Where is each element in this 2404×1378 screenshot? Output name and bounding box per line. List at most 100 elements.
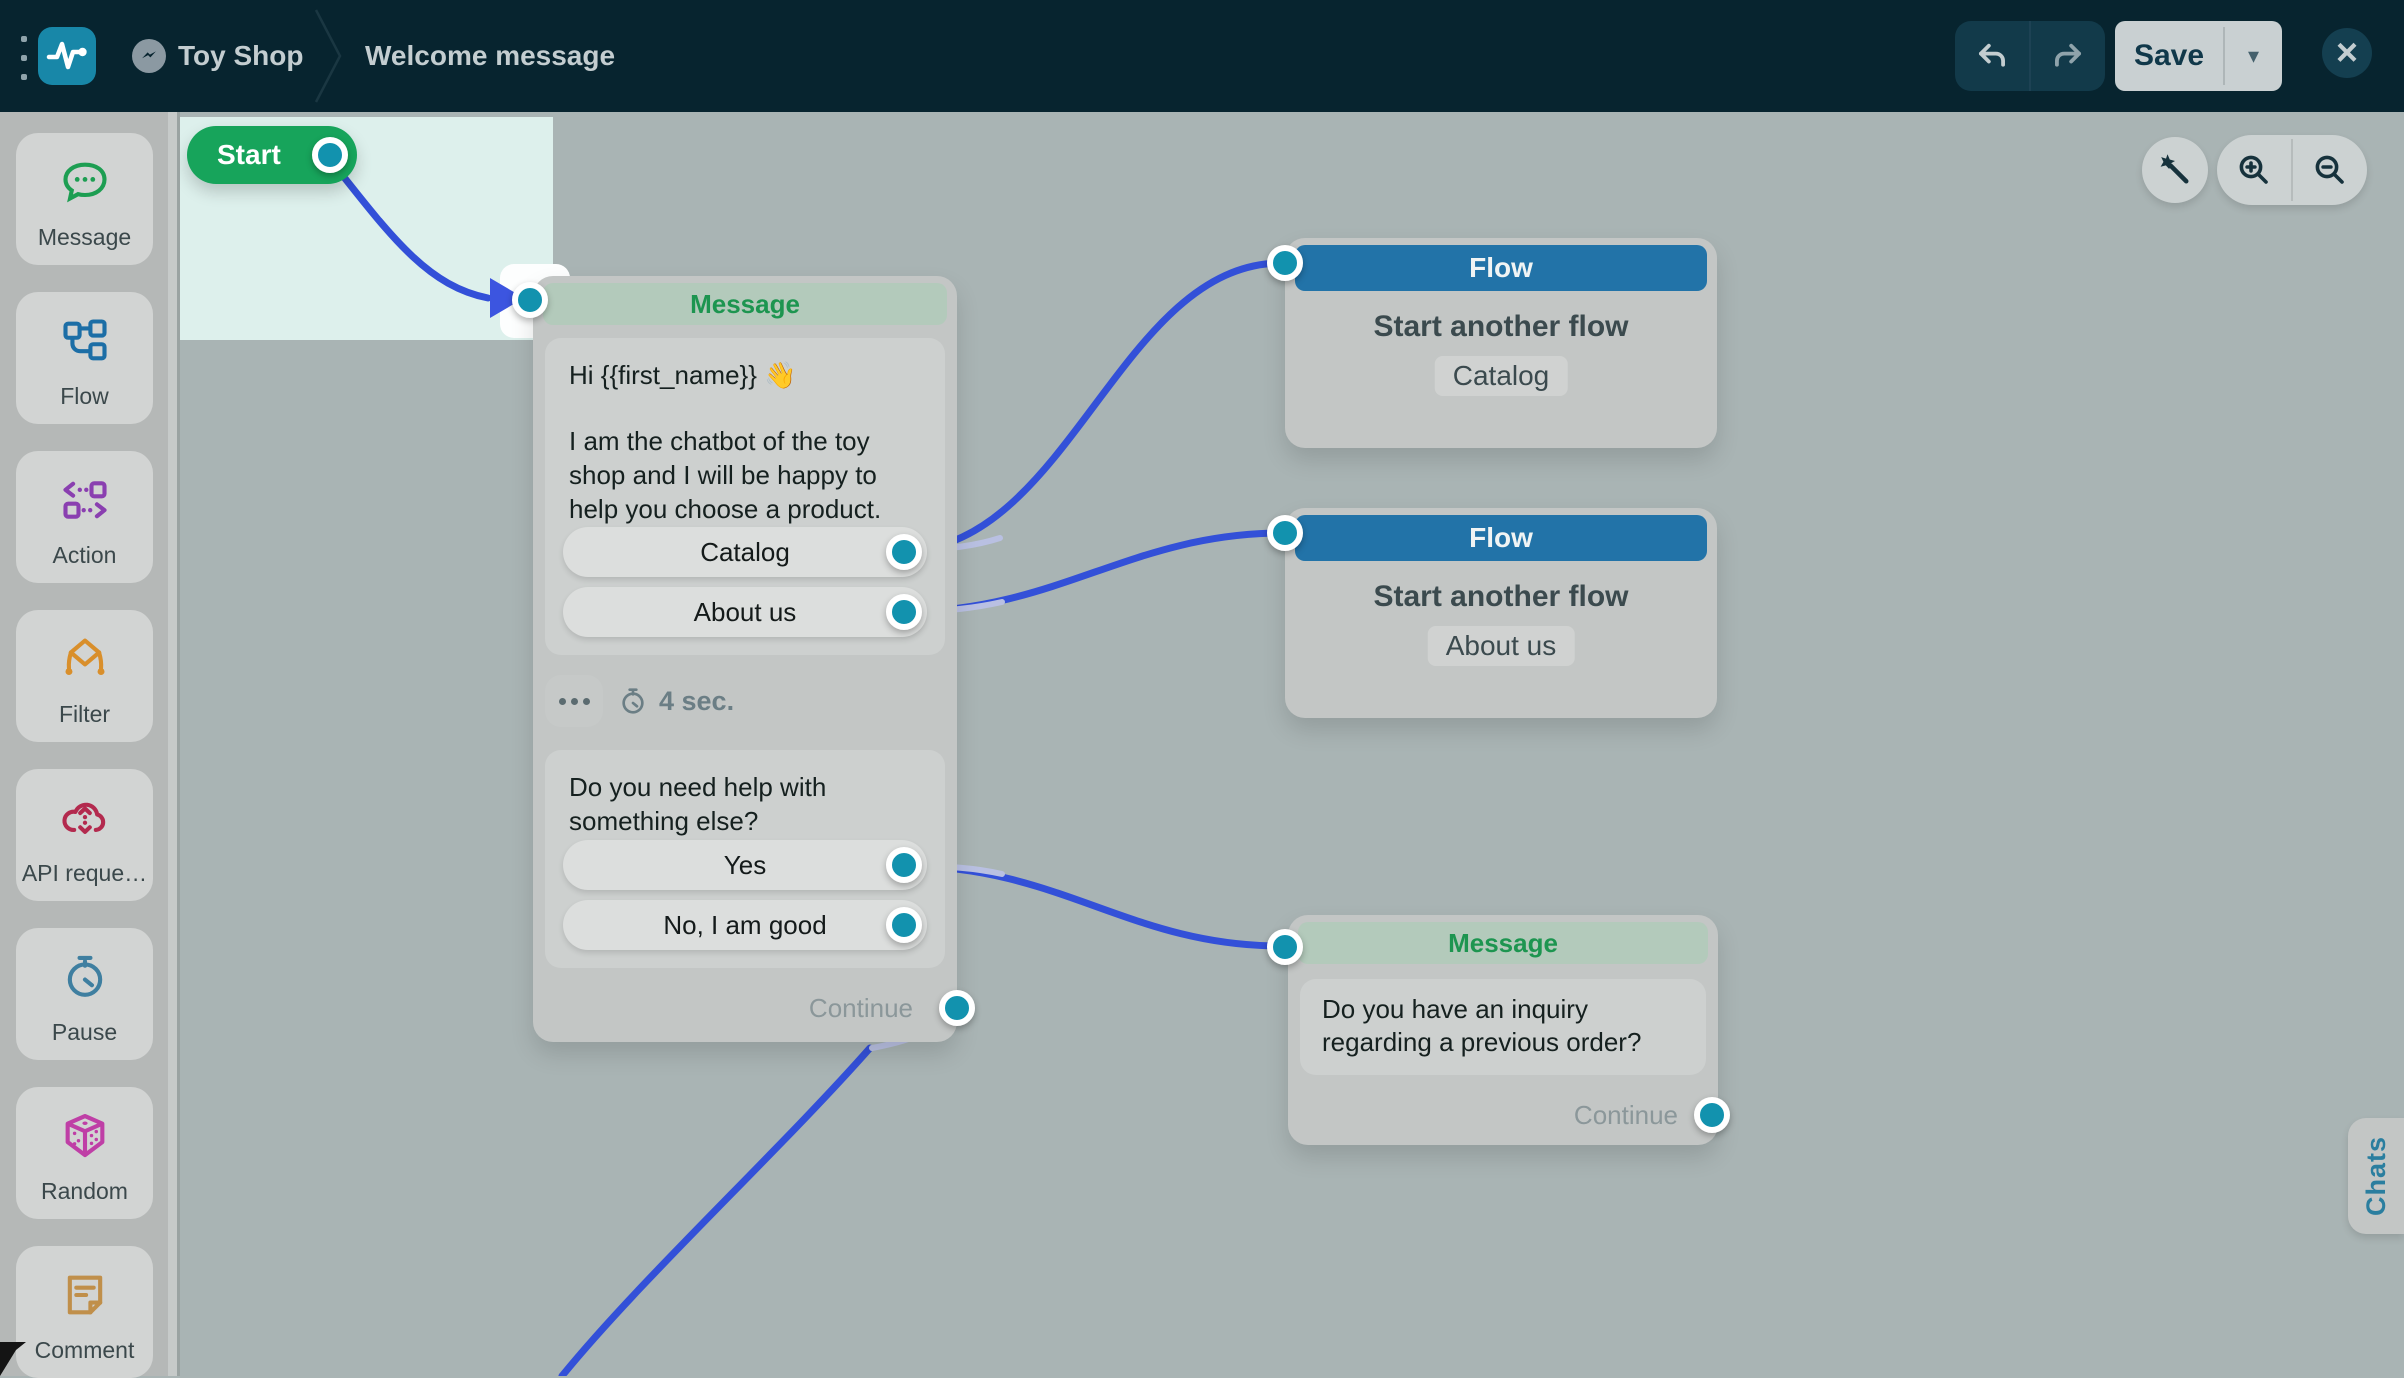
message1-text-help: Do you need help with something else?	[569, 772, 827, 836]
zoom-in-icon	[2239, 155, 2268, 184]
flow-node-aboutus[interactable]: Flow Start another flow About us	[1267, 508, 1717, 718]
save-split-button: Save ▾	[2115, 21, 2282, 91]
catalog-output-port[interactable]	[886, 534, 922, 570]
message2-text: Do you have an inquiry regarding a previ…	[1322, 994, 1642, 1057]
chats-side-tab[interactable]: Chats	[2348, 1118, 2404, 1234]
connector-continue-offscreen	[558, 1044, 874, 1376]
palette-item-filter[interactable]: Filter	[16, 610, 153, 742]
quick-reply-yes-button[interactable]: Yes	[563, 840, 927, 890]
flow-node-catalog[interactable]: Flow Start another flow Catalog	[1267, 238, 1717, 448]
magic-wand-icon	[2160, 154, 2189, 184]
connector-start-to-message	[328, 158, 492, 302]
flowchart-icon	[16, 308, 153, 374]
message1-input-port[interactable]	[512, 282, 548, 318]
more-options-button[interactable]	[545, 675, 603, 727]
app-menu-kebab-icon	[21, 36, 27, 42]
palette-item-random[interactable]: Random	[16, 1087, 153, 1219]
undo-icon	[1979, 43, 2005, 67]
message1-bubble-1: Hi {{first_name}} 👋 I am the chatbot of …	[545, 338, 945, 655]
node-type-header: Message	[543, 283, 947, 325]
message2-input-port[interactable]	[1267, 929, 1303, 965]
palette-item-label: Action	[52, 542, 117, 568]
zoom-controls	[2217, 135, 2367, 205]
mouse-cursor	[0, 1342, 26, 1376]
action-code-icon	[16, 467, 153, 533]
save-options-button[interactable]: ▾	[2225, 21, 2282, 91]
quick-reply-catalog-button[interactable]: Catalog	[563, 527, 927, 577]
yes-output-port[interactable]	[886, 847, 922, 883]
breadcrumb-bot-name[interactable]: Toy Shop	[178, 40, 304, 71]
palette-item-label: Message	[37, 224, 132, 250]
filter-split-icon	[16, 626, 153, 692]
connector-catalog-to-flow1	[902, 259, 1285, 555]
start-node[interactable]: Start	[187, 126, 357, 184]
flow-node-title: Start another flow	[1373, 310, 1629, 343]
node-type-label: Message	[1448, 927, 1558, 958]
breadcrumb-chevron-icon	[314, 9, 342, 103]
palette-item-pause[interactable]: Pause	[16, 928, 153, 1060]
close-icon: ×	[2335, 32, 2359, 74]
cloud-api-icon	[16, 785, 153, 851]
magic-wand-button[interactable]	[2142, 137, 2208, 203]
node-type-header: Flow	[1295, 245, 1707, 291]
zoom-out-button[interactable]	[2293, 135, 2367, 205]
flow2-input-port[interactable]	[1267, 515, 1303, 551]
zoom-in-button[interactable]	[2217, 135, 2291, 205]
undo-button[interactable]	[1955, 21, 2029, 91]
pulse-logo-icon	[46, 41, 87, 70]
flow-target-chip[interactable]: About us	[1427, 626, 1575, 666]
node-type-label: Flow	[1469, 522, 1533, 553]
delay-value: 4 sec.	[659, 685, 735, 716]
node-type-label: Flow	[1469, 252, 1533, 283]
no-output-port[interactable]	[886, 907, 922, 943]
flow-node-title: Start another flow	[1373, 580, 1629, 613]
save-button[interactable]: Save	[2133, 39, 2205, 72]
start-node-label: Start	[217, 139, 281, 170]
continue-label: Continue	[1573, 1100, 1678, 1130]
top-bar: Toy Shop Welcome message Save	[0, 0, 2404, 112]
zoom-out-icon	[2315, 155, 2344, 184]
quick-reply-aboutus-button[interactable]: About us	[563, 587, 927, 637]
stopwatch-icon	[16, 944, 153, 1010]
dice-icon	[16, 1103, 153, 1169]
flow-target-chip[interactable]: Catalog	[1434, 356, 1568, 396]
palette-item-label: Filter	[58, 701, 111, 727]
palette-item-label: Pause	[51, 1019, 118, 1045]
save-caret-icon: ▾	[2247, 43, 2260, 68]
connector-yes-to-message2	[902, 862, 1285, 950]
message1-text-intro: I am the chatbot of the toy shop and I w…	[569, 426, 882, 524]
palette-item-comment[interactable]: Comment	[16, 1246, 153, 1378]
message-node-2[interactable]: Message Do you have an inquiry regarding…	[1267, 915, 1730, 1145]
node-type-header: Flow	[1295, 515, 1707, 561]
palette-item-message[interactable]: Message	[16, 133, 153, 265]
sidebar-divider	[177, 112, 180, 1376]
message-node-1[interactable]: Message Hi {{first_name}} 👋 I am the cha…	[512, 276, 975, 1042]
history-buttons	[1955, 21, 2105, 91]
palette-item-label: Flow	[60, 383, 109, 409]
app-logo	[38, 27, 96, 85]
palette-item-flow[interactable]: Flow	[16, 292, 153, 424]
timer-icon	[622, 688, 644, 714]
delay-indicator: 4 sec.	[617, 675, 734, 727]
continue-label: Continue	[808, 993, 913, 1023]
speech-bubble-icon	[16, 149, 153, 215]
node-type-header: Message	[1298, 922, 1708, 964]
more-options-icon	[558, 697, 566, 705]
palette-item-api-request[interactable]: API reque…	[16, 769, 153, 901]
sidebar-gutter	[168, 112, 177, 1376]
redo-button[interactable]	[2031, 21, 2105, 91]
message1-continue-port[interactable]	[939, 990, 975, 1026]
aboutus-output-port[interactable]	[886, 594, 922, 630]
messenger-icon	[132, 39, 166, 73]
app-menu-button[interactable]	[14, 36, 34, 80]
quick-reply-no-button[interactable]: No, I am good	[563, 900, 927, 950]
start-output-port[interactable]	[312, 137, 348, 173]
close-button[interactable]: ×	[2322, 28, 2372, 78]
message2-continue-port[interactable]	[1694, 1097, 1730, 1133]
message1-text-greeting: Hi {{first_name}} 👋	[569, 360, 797, 390]
flow1-input-port[interactable]	[1267, 245, 1303, 281]
palette-item-label: Comment	[34, 1337, 135, 1363]
palette-item-action[interactable]: Action	[16, 451, 153, 583]
node-type-label: Message	[690, 288, 800, 319]
palette-item-label: Random	[41, 1178, 128, 1204]
